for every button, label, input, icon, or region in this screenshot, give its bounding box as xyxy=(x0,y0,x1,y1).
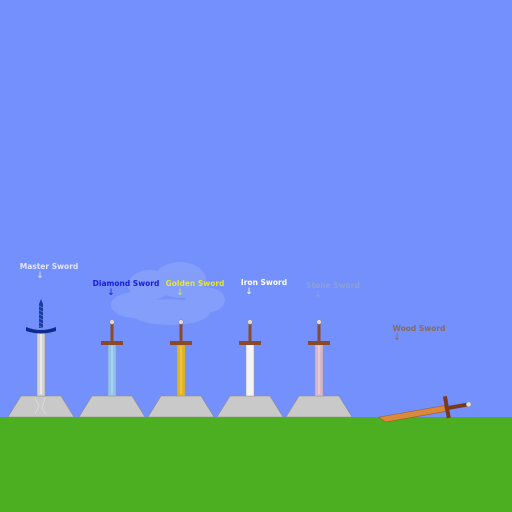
sword-golden[interactable] xyxy=(170,319,192,397)
stone-pedestal xyxy=(147,395,215,418)
arrow-down-icon: ↓ xyxy=(314,290,322,300)
arrow-down-icon: ↓ xyxy=(393,333,401,343)
sword-label-golden: Golden Sword xyxy=(165,279,225,288)
sword-label-wood: Wood Sword xyxy=(392,324,446,333)
sword-wood[interactable] xyxy=(377,392,473,430)
sword-label-diamond: Diamond Sword xyxy=(92,279,160,288)
stone-pedestal xyxy=(78,395,146,418)
arrow-down-icon: ↓ xyxy=(176,288,184,298)
arrow-down-icon: ↓ xyxy=(36,271,44,281)
stone-pedestal xyxy=(7,395,75,418)
sword-label-iron: Iron Sword xyxy=(240,278,288,287)
sword-label-master: Master Sword xyxy=(19,262,79,271)
sword-stone[interactable] xyxy=(308,319,330,397)
cloud xyxy=(111,262,225,325)
sword-diamond[interactable] xyxy=(101,319,123,397)
stone-pedestal xyxy=(285,395,353,418)
sword-label-stone: Stone Sword xyxy=(306,281,360,290)
arrow-down-icon: ↓ xyxy=(245,287,253,297)
sword-master[interactable] xyxy=(26,299,56,416)
grass-ground xyxy=(0,417,512,512)
sword-iron[interactable] xyxy=(239,319,261,397)
stone-pedestal xyxy=(216,395,284,418)
arrow-down-icon: ↓ xyxy=(107,288,115,298)
